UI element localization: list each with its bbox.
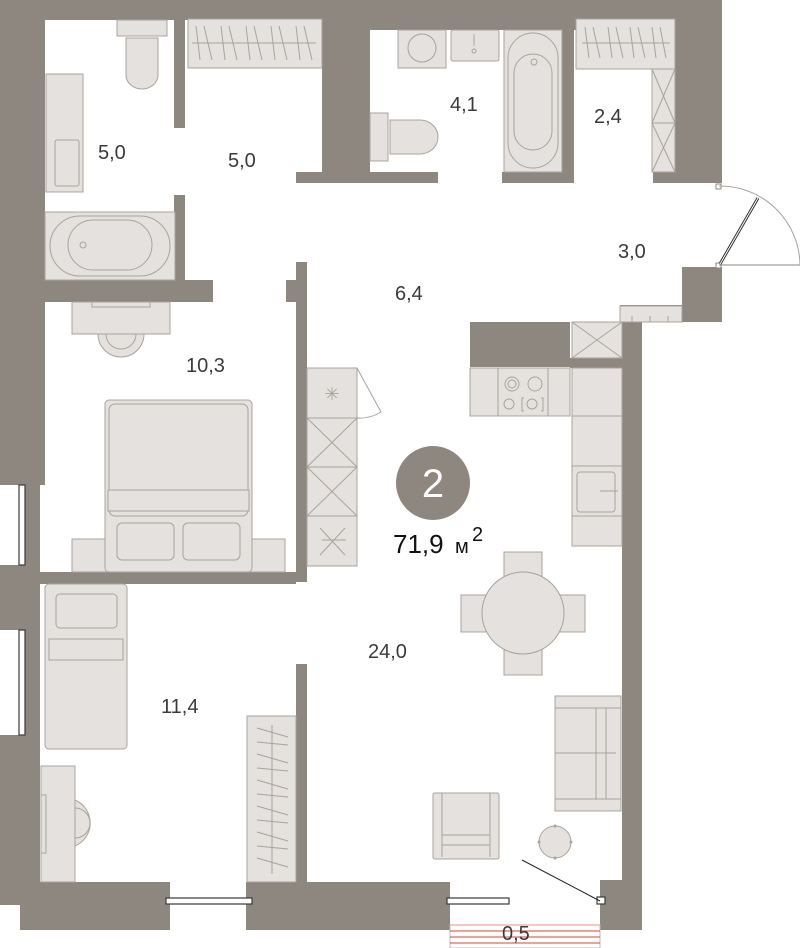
room-area-closet-2: 2,4: [594, 106, 622, 128]
sink-icon-2: [450, 29, 500, 62]
bathtub-icon-2: [503, 29, 563, 173]
room-area-bedroom-2: 11,4: [161, 696, 198, 718]
balcony: [449, 924, 601, 948]
column-cabinets-icon: [306, 417, 358, 567]
desk-icon: [71, 301, 171, 358]
fridge-icon: ✳: [306, 367, 382, 419]
window-bedroom2: [18, 629, 26, 736]
kitchen-counter-icon: [469, 321, 623, 547]
stove-icon: [503, 376, 544, 412]
wardrobe-icon-2: [575, 18, 676, 70]
double-bed-icon: [71, 399, 286, 573]
toilet-icon-2: [369, 112, 439, 162]
window-living-jamb: [596, 896, 606, 905]
washing-machine-icon: [397, 29, 447, 69]
rooms-count-badge: 2: [396, 446, 470, 520]
armchair-icon: [432, 792, 500, 860]
toilet-icon: [116, 19, 168, 90]
window-bedroom1: [18, 484, 26, 566]
wardrobe-icon: [187, 18, 323, 69]
room-area-entrance-hall: 3,0: [618, 241, 646, 263]
balcony-door[interactable]: [521, 859, 601, 902]
total-area-exponent: 2: [472, 524, 483, 546]
entrance-door[interactable]: [715, 183, 800, 269]
walls: [0, 0, 722, 930]
side-table-icon: [537, 824, 573, 860]
shoe-shelf-icon: [619, 305, 683, 323]
total-area-unit: м: [455, 536, 469, 558]
window-bedroom2-bottom: [165, 897, 253, 905]
bathtub-icon: [44, 211, 176, 281]
svg-text:✳: ✳: [324, 384, 339, 405]
cabinet-icon: [651, 68, 676, 173]
total-area-value: 71,9: [393, 529, 444, 559]
kitchen-sink-icon: [576, 471, 618, 513]
wardrobe-icon-3: [246, 715, 297, 883]
room-area-closet-1: 5,0: [228, 150, 256, 172]
sofa-icon: [554, 695, 622, 812]
window-living: [446, 897, 510, 905]
desk-icon-2: [40, 765, 91, 883]
dining-table-icon: [460, 551, 586, 676]
rooms-count: 2: [422, 462, 444, 506]
room-area-balcony: 0,5: [502, 923, 530, 945]
sink-icon: [45, 73, 84, 193]
room-area-bathroom-2: 4,1: [450, 94, 478, 116]
single-bed-icon: [44, 583, 128, 750]
windows: [18, 484, 606, 905]
room-area-bedroom-1: 10,3: [186, 355, 225, 377]
room-area-kitchen-living: 24,0: [368, 641, 407, 663]
room-area-bathroom-1: 5,0: [98, 142, 126, 164]
room-area-corridor: 6,4: [395, 283, 423, 305]
